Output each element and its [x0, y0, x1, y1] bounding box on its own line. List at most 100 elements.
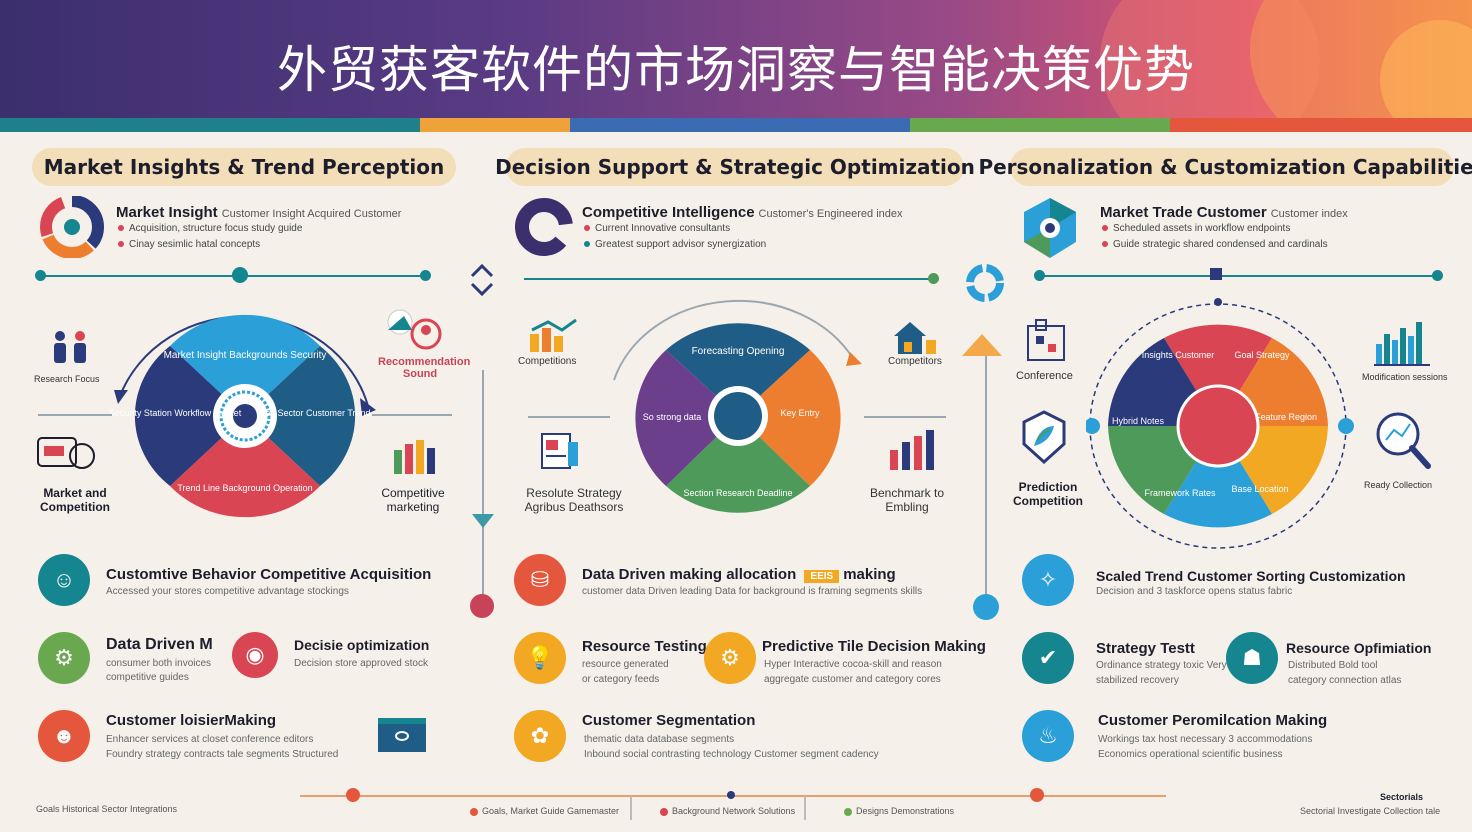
wheel-segment-label: Trend Line Background Operation [177, 483, 312, 493]
bar-chart-icon [1374, 322, 1430, 366]
title-banner: 外贸获客软件的市场洞察与智能决策优势 [0, 0, 1472, 118]
feature-desc: consumer both invoices [106, 658, 212, 669]
feature-desc: Economics operational scientific busines… [1098, 749, 1283, 760]
feature-desc: Inbound social contrasting technology Cu… [584, 749, 879, 760]
timeline-node [232, 267, 248, 283]
feature-desc: category connection atlas [1288, 675, 1402, 686]
document-icon [541, 433, 578, 469]
briefcase-icon [378, 718, 426, 752]
shield-badge-icon [1024, 198, 1076, 258]
research-focus-label: Research Focus [34, 374, 100, 384]
chevron-up-down-icon [470, 263, 494, 297]
feature-icon-scaled-trend: ✧ [1022, 554, 1074, 606]
feature-icon-segmentation: ✿ [514, 710, 566, 762]
feature-icon-decision: ◉ [232, 632, 278, 678]
feature-desc: customer data Driven leading Data for ba… [582, 586, 923, 597]
color-stripe [0, 118, 1472, 132]
wheel-segment-label: Feature Region [1255, 412, 1317, 422]
feature-desc: Workings tax host necessary 3 accommodat… [1098, 734, 1313, 745]
feature-title: Predictive Tile Decision Making [762, 638, 986, 655]
footer-label: Designs Demonstrations [844, 806, 954, 816]
wheel-segment-label: Forecasting Opening [692, 346, 785, 357]
footer-label: Goals, Market Guide Gamemaster [470, 806, 619, 816]
feature-desc: Enhancer services at closet conference e… [106, 734, 314, 745]
market-trade-bullet: Scheduled assets in workflow endpoints [1102, 223, 1290, 234]
feature-desc: thematic data database segments [584, 734, 735, 745]
personalization-wheel: Insights Customer Goal Strategy Feature … [1086, 298, 1354, 549]
footer-label: Background Network Solutions [660, 806, 795, 816]
timeline-node [928, 273, 939, 284]
feature-icon-predictive: ⚙ [704, 632, 756, 684]
cycle-ring-icon [966, 264, 1004, 302]
feature-desc: Hyper Interactive cocoa-skill and reason [764, 659, 942, 670]
wheel-segment-label: Security Station Workflow Market [110, 408, 242, 418]
timeline-line [1040, 275, 1438, 277]
wheel-segment-label: Key Sector Customer Trend [259, 408, 370, 418]
market-insight-bullet: Cinay sesimlic hatal concepts [118, 239, 260, 250]
footer-left-label: Goals Historical Sector Integrations [36, 804, 178, 814]
page-title: 外贸获客软件的市场洞察与智能决策优势 [277, 41, 1195, 99]
competitors-label: Competitors [888, 356, 942, 367]
feature-icon-customer: ☻ [38, 710, 90, 762]
decision-support-wheel: Forecasting Opening Key Entry Section Re… [613, 299, 862, 513]
timeline-node [1432, 270, 1443, 281]
market-and-competition-label: Market and Competition [40, 486, 110, 514]
recommendation-icon [387, 309, 442, 350]
feature-desc: or category feeds [582, 674, 660, 685]
wheel-segment-label: Base Location [1231, 484, 1288, 494]
footer-node [346, 788, 360, 802]
market-trade-bullet: Guide strategic shared condensed and car… [1102, 239, 1328, 250]
arrow-line [864, 416, 946, 418]
feature-icon-data-driven: ⚙ [38, 632, 90, 684]
arrow-line [528, 416, 610, 418]
bar-chart-icon [890, 430, 934, 470]
conference-label: Conference [1016, 370, 1073, 382]
feature-icon-resource-testing: 💡 [514, 632, 566, 684]
triangle-up-icon [962, 334, 1002, 356]
ready-collection-label: Ready Collection [1364, 480, 1433, 490]
column-header-personalization: Personalization & Customization Capabili… [978, 148, 1472, 186]
market-insight-bullet: Acquisition, structure focus study guide [118, 223, 302, 234]
chat-icon [37, 437, 95, 469]
feature-title: Decisie optimization [294, 637, 430, 653]
feature-desc: Distributed Bold tool [1288, 660, 1378, 671]
footer-node [1030, 788, 1044, 802]
footer-divider [804, 796, 806, 820]
magnifier-icon [1376, 412, 1431, 469]
recommendation-sound-label: Recommendation Sound [378, 356, 471, 380]
feature-desc: Foundry strategy contracts tale segments… [106, 749, 339, 760]
feature-desc: Ordinance strategy toxic Very [1096, 660, 1227, 671]
column-header-market-insights: Market Insights & Trend Perception [32, 148, 456, 186]
wheel-segment-label: Insights Customer [1142, 350, 1215, 360]
feature-title: Scaled Trend Customer Sorting Customizat… [1096, 568, 1406, 584]
footer-divider [630, 796, 632, 820]
wheel-segment-label: Hybrid Notes [1112, 416, 1165, 426]
feature-desc: Decision store approved stock [294, 658, 428, 669]
column-header-decision-support: Decision Support & Strategic Optimizatio… [495, 148, 975, 186]
wheel-segment-label: Market Insight Backgrounds Security [164, 350, 327, 361]
feature-desc: Accessed your stores competitive advanta… [106, 586, 349, 597]
competitive-marketing-label: Competitive marketing [381, 486, 445, 514]
wheel-segment-label: Section Research Deadline [683, 488, 792, 498]
feature-desc: competitive guides [106, 672, 189, 683]
competitive-intelligence-bullet: Greatest support advisor synergization [584, 239, 766, 250]
feature-title: Customer Segmentation [582, 712, 756, 729]
divider-node [470, 594, 494, 618]
feature-title: Resource Testing [582, 638, 707, 655]
arrow-line [38, 414, 112, 416]
feature-title: Customtive Behavior Competitive Acquisit… [106, 566, 432, 583]
timeline-node [35, 270, 46, 281]
divider-node [973, 594, 999, 620]
feature-icon-personalization: ♨ [1022, 710, 1074, 762]
wheel-segment-label: Key Entry [780, 408, 820, 418]
growth-chart-icon [530, 318, 577, 352]
feature-icon-strategy-test: ✔ [1022, 632, 1074, 684]
ring-chart-icon [515, 198, 573, 256]
column-divider [985, 356, 987, 594]
feature-icon-behavior: ☺ [38, 554, 90, 606]
feature-desc: resource generated [582, 659, 669, 670]
people-icon [54, 331, 86, 363]
